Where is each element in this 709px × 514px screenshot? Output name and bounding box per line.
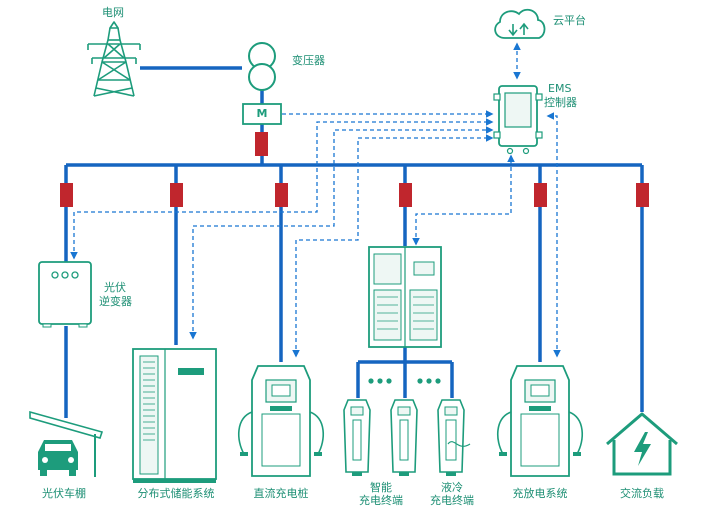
smart-terminal-label-line2: 充电终端 bbox=[359, 494, 403, 507]
dc-pile-label: 直流充电桩 bbox=[253, 487, 309, 500]
comm-bidirectional bbox=[546, 112, 561, 358]
smart-terminal-label-line1: 智能 bbox=[370, 481, 392, 494]
bidirectional-charging-pile-icon bbox=[496, 365, 584, 477]
pv-inverter-label-line1: 光伏 bbox=[104, 281, 126, 294]
transformer-label: 变压器 bbox=[292, 54, 325, 67]
comm-storage bbox=[189, 126, 494, 340]
breaker-pv bbox=[60, 183, 73, 207]
liquid-terminal-label-line2: 充电终端 bbox=[430, 494, 474, 507]
meter-label: M bbox=[256, 107, 268, 120]
ac-load-label: 交流负载 bbox=[620, 487, 664, 500]
lightning-icon bbox=[634, 432, 651, 466]
pv-carport-label: 光伏车棚 bbox=[42, 487, 86, 500]
cloud-label: 云平台 bbox=[553, 14, 586, 27]
transformer-icon bbox=[248, 42, 276, 91]
ems-label-line2: 控制器 bbox=[544, 96, 577, 109]
smart-charging-terminal-icon bbox=[390, 399, 418, 476]
breaker-bidirectional bbox=[534, 183, 547, 207]
ems-controller-icon bbox=[493, 85, 543, 155]
ac-load-house-icon bbox=[606, 412, 678, 476]
liquid-terminal-label-line1: 液冷 bbox=[441, 481, 463, 494]
bidirectional-label: 充放电系统 bbox=[512, 487, 568, 500]
breaker-main bbox=[255, 132, 268, 156]
grid-label: 电网 bbox=[102, 6, 124, 19]
charging-cabinet-icon bbox=[368, 246, 442, 348]
breakers bbox=[60, 132, 649, 207]
liquid-cooled-terminal-icon bbox=[437, 399, 471, 476]
storage-label: 分布式储能系统 bbox=[137, 487, 215, 500]
smart-charging-terminal-icon bbox=[343, 399, 371, 476]
comm-cabinet bbox=[412, 154, 515, 246]
pv-inverter-icon bbox=[38, 261, 92, 328]
pv-inverter-label-line2: 逆变器 bbox=[99, 295, 132, 308]
dc-charging-pile-icon bbox=[237, 365, 325, 477]
communication-lines bbox=[70, 42, 561, 358]
breaker-ac-load bbox=[636, 183, 649, 207]
ems-label-line1: EMS bbox=[548, 82, 572, 95]
power-tower-icon bbox=[87, 21, 141, 97]
energy-storage-cabinet-icon bbox=[132, 348, 217, 483]
comm-dc-pile bbox=[292, 134, 494, 358]
pv-carport-icon bbox=[29, 410, 104, 477]
breaker-storage bbox=[170, 183, 183, 207]
terminal-bus-dots bbox=[368, 378, 441, 384]
cloud-icon bbox=[494, 8, 546, 39]
breaker-dc-pile bbox=[275, 183, 288, 207]
meter-box bbox=[242, 103, 282, 125]
breaker-cabinet bbox=[399, 183, 412, 207]
